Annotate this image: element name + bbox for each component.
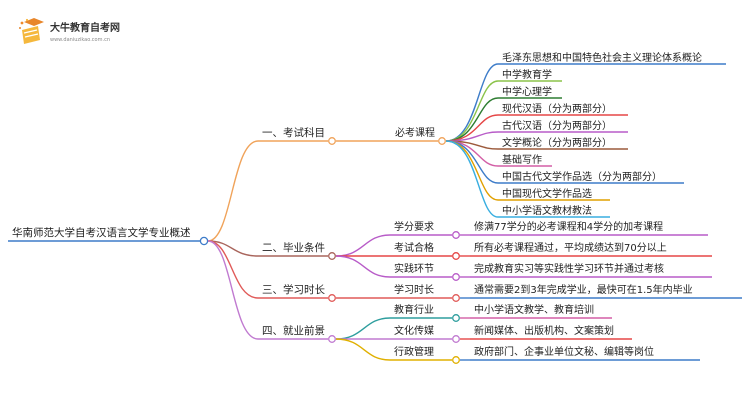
- leaf-item: 中国现代文学作品选: [502, 187, 592, 200]
- leaf-item: 新闻媒体、出版机构、文案策划: [474, 324, 614, 337]
- leaf-item: 完成教育实习等实践性学习环节并通过考核: [474, 262, 664, 275]
- connector-condition: [207, 240, 259, 257]
- leaf-item: 中小学语文教学、教育培训: [474, 303, 594, 316]
- graduation-cap-book-icon: [19, 18, 44, 44]
- leaf-item: 中学心理学: [502, 85, 552, 98]
- leaf-item: 中国古代文学作品选（分为两部分）: [502, 170, 662, 183]
- sub-label: 必考课程: [395, 126, 435, 139]
- sub-label: 行政管理: [394, 345, 434, 358]
- branch-career-prospects: 四、就业前景 教育行业 中小学语文教学、教育培训 文化传媒 新闻媒体、出版机构、…: [258, 303, 700, 364]
- connector-career: [207, 240, 259, 340]
- branch-label: 三、学习时长: [262, 283, 325, 296]
- sub-label: 考试合格: [394, 241, 434, 254]
- sub-node-media: 文化传媒 新闻媒体、出版机构、文案策划: [390, 324, 632, 343]
- leaf-item: 中学教育学: [502, 68, 552, 81]
- leaf-item: 文学概论（分为两部分）: [502, 136, 612, 149]
- sub-label: 学分要求: [394, 220, 434, 233]
- branch-graduation-conditions: 二、毕业条件 学分要求 修满77学分的必考课程和4学分的加考课程 考试合格 所有…: [258, 220, 712, 281]
- branch-label: 四、就业前景: [262, 324, 325, 337]
- leaf-item: 通常需要2到3年完成学业，最快可在1.5年内毕业: [474, 283, 693, 296]
- connector-duration: [207, 240, 259, 299]
- leaf-item: 基础写作: [502, 153, 542, 166]
- leaf-list: 毛泽东思想和中国特色社会主义理论体系概论 中学教育学 中学心理学 现代汉语（分为…: [498, 51, 726, 218]
- root-connectors: [207, 140, 259, 340]
- leaf-item: 政府部门、企事业单位文秘、编辑等岗位: [474, 345, 654, 358]
- branch-dot: [328, 252, 336, 260]
- sub-label: 实践环节: [394, 262, 434, 275]
- sub-node-credit-requirement: 学分要求 修满77学分的必考课程和4学分的加考课程: [390, 220, 708, 239]
- leaf-connectors: [445, 63, 499, 218]
- leaf-item: 现代汉语（分为两部分）: [502, 102, 612, 115]
- branch-label: 二、毕业条件: [262, 241, 325, 254]
- root-node: 华南师范大学自考汉语言文学专业概述: [8, 226, 209, 246]
- sub-node-required-courses: 必考课程: [392, 126, 446, 145]
- sub-label: 教育行业: [394, 303, 434, 316]
- leaf-item: 中小学语文教材教法: [502, 204, 592, 217]
- sub-label: 学习时长: [394, 283, 434, 296]
- sub-node-practice: 实践环节 完成教育实习等实践性学习环节并通过考核: [390, 262, 712, 281]
- root-label: 华南师范大学自考汉语言文学专业概述: [12, 226, 191, 239]
- leaf-item: 修满77学分的必考课程和4学分的加考课程: [474, 220, 663, 233]
- root-dot: [199, 236, 209, 246]
- branch-study-duration: 三、学习时长 学习时长 通常需要2到3年完成学业，最快可在1.5年内毕业: [258, 283, 742, 302]
- logo-title: 大牛教育自考网: [50, 21, 120, 34]
- logo: 大牛教育自考网 www.daniuzikao.com.cn: [19, 18, 120, 44]
- leaf-item: 古代汉语（分为两部分）: [502, 119, 612, 132]
- sub-node-administration: 行政管理 政府部门、企事业单位文秘、编辑等岗位: [390, 345, 700, 364]
- branch-dot: [328, 137, 336, 145]
- sub-node-duration: 学习时长 通常需要2到3年完成学业，最快可在1.5年内毕业: [390, 283, 742, 302]
- sub-label: 文化传媒: [394, 324, 434, 337]
- branch-label: 一、考试科目: [262, 126, 325, 139]
- leaf-item: 所有必考课程通过，平均成绩达到70分以上: [474, 241, 667, 254]
- sub-node-education: 教育行业 中小学语文教学、教育培训: [390, 303, 612, 322]
- branch-exam-subjects: 一、考试科目 必考课程 毛泽东思想和中国特色社会主义理论体系概论 中学教育学: [258, 51, 726, 218]
- branch-dot: [328, 294, 336, 302]
- branch-dot: [328, 335, 336, 343]
- sub-node-exam-pass: 考试合格 所有必考课程通过，平均成绩达到70分以上: [390, 241, 712, 260]
- logo-url: www.daniuzikao.com.cn: [50, 37, 110, 43]
- connector-exam: [207, 140, 259, 242]
- leaf-item: 毛泽东思想和中国特色社会主义理论体系概论: [502, 51, 702, 64]
